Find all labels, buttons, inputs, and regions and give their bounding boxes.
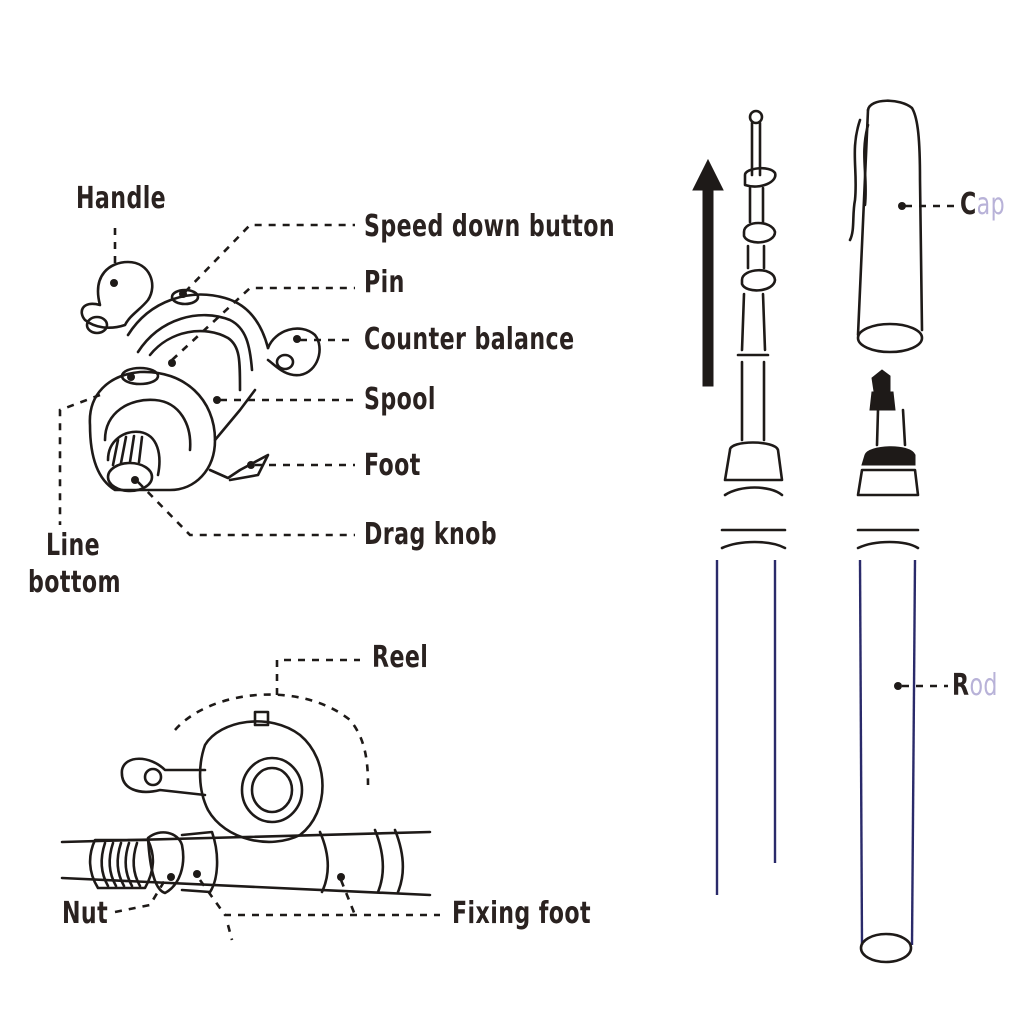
- label-fixing-foot: Fixing foot: [452, 896, 591, 931]
- reel-assembly-illustration: [60, 693, 432, 897]
- rod-leader-lines: [902, 204, 955, 688]
- label-pin: Pin: [364, 265, 405, 300]
- label-rod: Rod: [952, 671, 998, 701]
- label-speed-down-button: Speed down button: [364, 209, 616, 244]
- assembly-leader-lines: [114, 658, 440, 941]
- label-reel: Reel: [372, 640, 429, 675]
- label-cap: Cap: [960, 190, 1005, 220]
- arrow-up-icon: [692, 158, 724, 387]
- reel-illustration: [80, 260, 321, 493]
- label-rod-rest: od: [969, 668, 998, 703]
- cap-illustration: [848, 99, 924, 354]
- reel-leader-lines: [58, 223, 355, 537]
- label-line-bottom-2: bottom: [28, 565, 121, 600]
- label-line-bottom-1: Line: [46, 528, 101, 563]
- label-handle: Handle: [76, 181, 167, 216]
- label-counter-balance: Counter balance: [364, 322, 575, 357]
- label-foot: Foot: [364, 448, 421, 483]
- label-drag-knob: Drag knob: [364, 517, 497, 552]
- label-nut: Nut: [62, 896, 109, 931]
- collapsed-rod-illustration: [856, 369, 920, 964]
- label-cap-initial: C: [960, 187, 977, 222]
- label-cap-rest: ap: [976, 187, 1006, 222]
- extended-rod-illustration: [715, 109, 787, 895]
- label-rod-initial: R: [952, 668, 970, 703]
- label-spool: Spool: [364, 382, 436, 417]
